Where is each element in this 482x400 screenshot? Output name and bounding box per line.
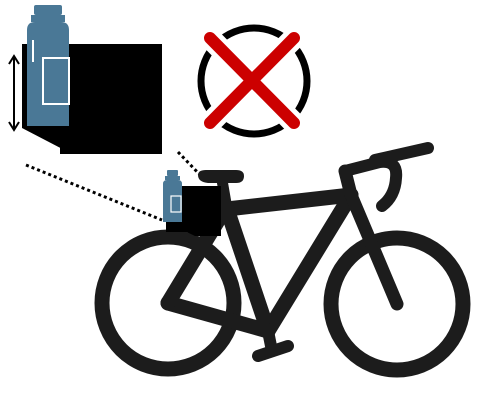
zoom-inset: [9, 5, 162, 154]
bag-bottom-face: [22, 128, 162, 154]
bicycle-icon: [102, 148, 463, 370]
saddle: [198, 170, 244, 183]
x-in-circle-icon: [201, 28, 307, 134]
bottle-large-icon: [27, 5, 69, 126]
height-arrow-icon: [9, 56, 19, 130]
bottle-small-icon: [163, 170, 182, 222]
